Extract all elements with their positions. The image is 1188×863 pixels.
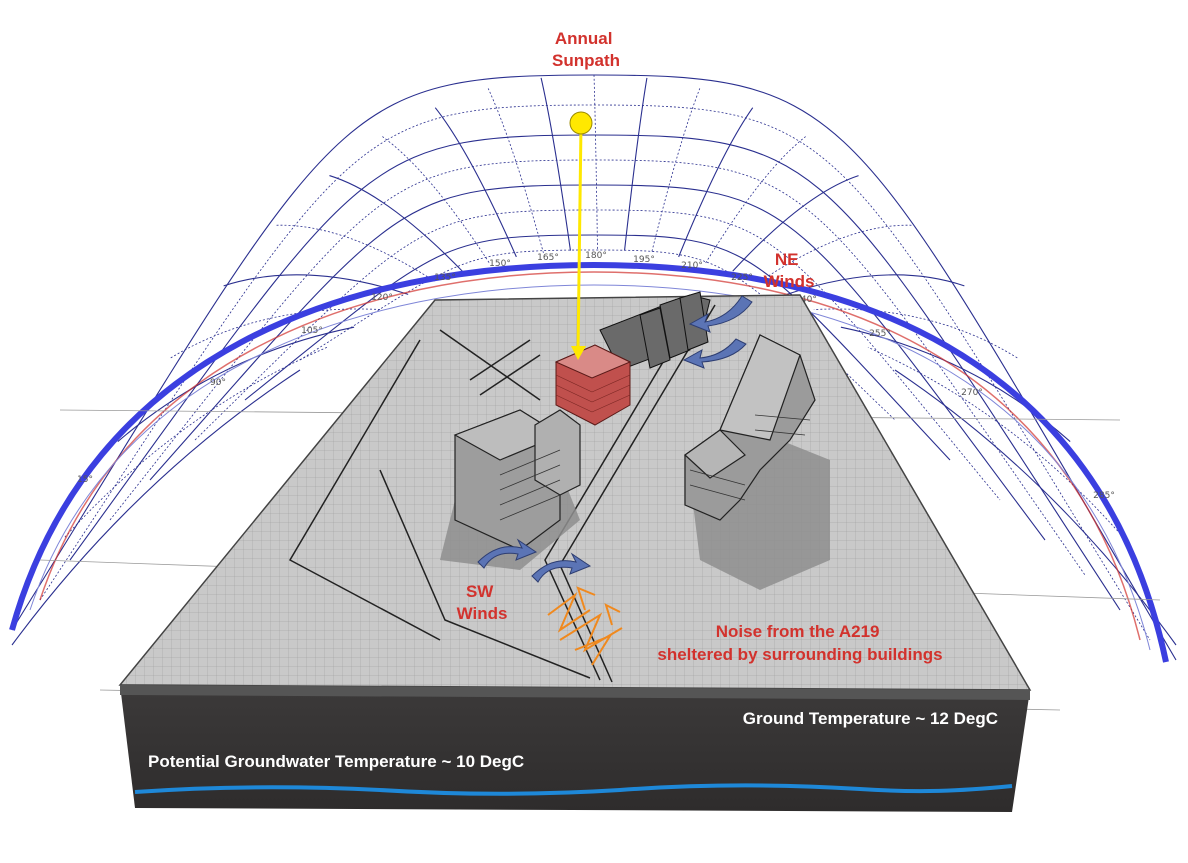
sunpath-meridian (11, 369, 301, 646)
ground-section (120, 685, 1030, 812)
noise-icon (547, 586, 623, 666)
ne-wind-arrows (682, 295, 753, 369)
ne-winds-label: NE Winds (764, 250, 815, 291)
sunpath-meridian (786, 274, 965, 295)
sunpath-meridian (170, 308, 382, 359)
sunpath-meridian (117, 326, 355, 442)
sunpath-meridian (276, 224, 436, 282)
sunpath-meridian (593, 74, 598, 251)
azimuth-tick-label: 90° (210, 378, 226, 388)
sunpath-parallel (194, 209, 1001, 501)
azimuth-tick-label: 285° (1093, 491, 1115, 501)
sunpath-meridian (487, 88, 544, 253)
azimuth-tick-labels: 15° 90° 105° 120° 135° 150° 165° 180° 195° 210° 22… (77, 251, 1115, 501)
sunpath-meridian (732, 175, 859, 272)
sunpath-parallel (69, 134, 1121, 611)
sun-ray (571, 124, 586, 360)
sunpath-meridian (894, 369, 1177, 646)
sunpath-parallel (109, 159, 1086, 576)
sunpath-meridian (434, 107, 517, 258)
azimuth-tick-label: 15° (77, 475, 93, 485)
groundwater-line (134, 783, 1013, 796)
azimuth-tick-label: 150° (489, 259, 511, 269)
sw-wind-arrows (477, 538, 592, 583)
azimuth-tick-label: 165° (537, 253, 559, 263)
noise-label: Noise from the A219 sheltered by surroun… (657, 622, 942, 664)
roads (288, 299, 716, 683)
sunpath-meridian (329, 175, 463, 272)
sunpath-meridian (867, 346, 1124, 538)
azimuth-tick-label: 135° (434, 273, 456, 283)
building-north-terrace (599, 291, 711, 371)
azimuth-tick-label: 210° (681, 261, 703, 271)
azimuth-tick-label: 240° (795, 295, 817, 305)
sunpath-meridian (813, 308, 1018, 359)
building-west (453, 409, 581, 551)
sw-winds-label: SW Winds (457, 582, 508, 623)
sunpath-meridian (382, 136, 490, 264)
target-building (554, 344, 632, 426)
sunpath-parallel (39, 104, 1151, 641)
ground-temperature-label: Ground Temperature ~ 12 DegC (743, 709, 998, 728)
groundwater-temperature-label: Potential Groundwater Temperature ~ 10 D… (148, 752, 524, 771)
azimuth-tick-label: 255° (869, 329, 891, 339)
azimuth-tick-label: 270° (961, 388, 983, 398)
azimuth-tick-label: 195° (633, 255, 655, 265)
sunpath-meridian (705, 136, 806, 264)
sun-icon (569, 111, 593, 135)
sunpath-meridian (540, 77, 571, 251)
azimuth-tick-label: 120° (371, 293, 393, 303)
horizon-ring (9, 261, 1169, 663)
sunpath-meridian (759, 224, 912, 282)
building-east (684, 334, 816, 521)
azimuth-tick-label: 180° (585, 251, 607, 261)
azimuth-tick-label: 225° (731, 273, 753, 283)
sunpath-meridian (678, 107, 754, 258)
sunpath-meridian (623, 77, 648, 251)
sunpath-meridian (64, 346, 328, 538)
azimuth-tick-label: 105° (301, 326, 323, 336)
sunpath-label: Annual Sunpath (552, 29, 620, 70)
sunpath-meridian (651, 88, 701, 253)
